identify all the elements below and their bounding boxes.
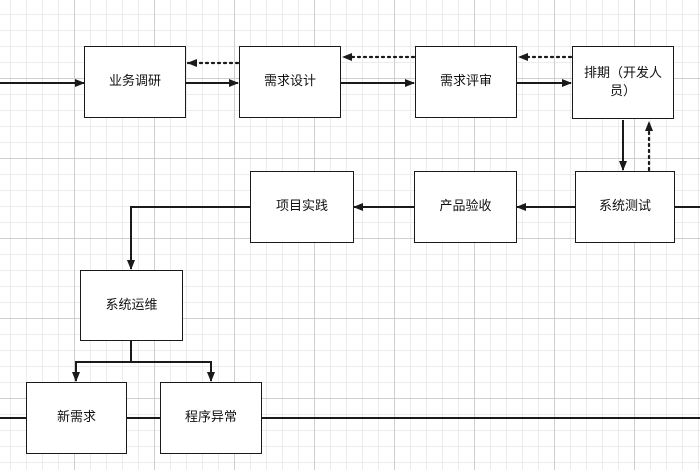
node-ops: 系统运维 [80,270,183,341]
node-acceptance: 产品验收 [414,171,517,243]
node-sys-test: 系统测试 [575,171,675,243]
node-new-req: 新需求 [26,382,127,454]
node-exception: 程序异常 [160,382,262,454]
edge-practice-to-ops [127,206,250,270]
edge-ops-to-exception [131,361,215,382]
node-research: 业务调研 [84,46,186,118]
node-schedule: 排期（开发人员） [572,46,674,119]
node-practice: 项目实践 [250,171,354,243]
node-req-review: 需求评审 [415,46,517,118]
edge-ops-to-new-req [72,341,132,382]
node-req-design: 需求设计 [239,46,341,118]
